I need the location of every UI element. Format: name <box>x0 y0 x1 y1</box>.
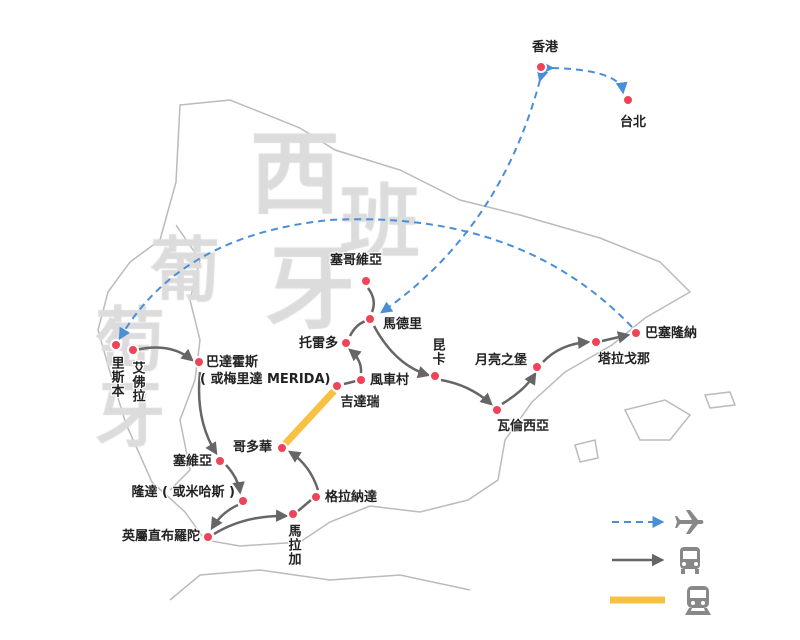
city-dot-gibraltar <box>202 531 214 543</box>
route-ronda-gibraltar <box>210 503 239 531</box>
route-malaga-granada <box>297 499 312 512</box>
route-toledo-madrid <box>348 319 367 337</box>
city-label-malaga: 馬拉加 <box>285 524 301 566</box>
route-evora-badajoz <box>135 346 194 362</box>
city-dot-toledo <box>340 337 352 349</box>
city-dot-granada <box>310 491 322 503</box>
route-jidarui-windmill <box>343 379 357 386</box>
route-peniscola-tarragona <box>542 336 591 363</box>
city-label-granada: 格拉納達 <box>325 490 378 505</box>
route-windmill-toledo <box>348 348 363 374</box>
city-label-lisbon: 里斯本 <box>108 356 124 398</box>
city-sublabel-badajoz: ( 或梅里達 MERIDA) <box>200 372 331 387</box>
city-dot-badajoz <box>193 356 205 368</box>
city-dot-malaga <box>287 508 299 520</box>
city-label-taipei: 台北 <box>619 115 647 130</box>
city-label-cordoba: 哥多華 <box>232 440 272 455</box>
city-label-peniscola: 月亮之堡 <box>474 353 527 368</box>
city-label-tarragona: 塔拉戈那 <box>597 352 651 367</box>
city-dot-ronda <box>237 495 249 507</box>
route-segovia-madrid <box>366 287 376 313</box>
route-barcelona-lisbon <box>118 218 633 341</box>
city-label-cuenca: 昆卡 <box>429 338 445 366</box>
city-dot-evora <box>127 344 139 356</box>
route-seville-ronda <box>225 464 245 495</box>
route-hongkong-taipei <box>542 61 628 95</box>
city-dot-windmill <box>355 374 367 386</box>
city-dot-lisbon <box>110 339 122 351</box>
city-dot-cordoba <box>276 442 288 454</box>
city-label-madrid: 馬德里 <box>383 317 423 332</box>
route-madrid-cuenca <box>372 325 431 379</box>
city-dot-peniscola <box>531 361 543 373</box>
flight-routes <box>118 61 633 341</box>
legend <box>610 510 711 615</box>
airplane-icon <box>675 510 704 534</box>
city-dot-valencia <box>491 404 503 416</box>
route-jidarui-cordoba-train <box>282 388 337 447</box>
city-label-windmill: 風車村 <box>370 373 410 388</box>
city-dot-hongkong <box>535 61 547 73</box>
bus-routes <box>135 287 631 536</box>
route-gibraltar-malaga <box>213 509 289 536</box>
city-label-seville: 塞維亞 <box>172 454 212 469</box>
city-dot-tarragona <box>590 336 602 348</box>
city-label-gibraltar: 英屬直布羅陀 <box>121 529 200 544</box>
city-label-valencia: 瓦倫西亞 <box>496 419 550 434</box>
city-label-evora: 艾佛拉 <box>129 361 145 403</box>
city-label-segovia: 塞哥維亞 <box>329 253 383 268</box>
route-cuenca-valencia <box>440 378 493 406</box>
bus-icon <box>680 547 700 574</box>
route-hongkong-madrid <box>380 69 549 314</box>
city-dot-taipei <box>622 94 634 106</box>
route-valencia-peniscola <box>501 371 537 406</box>
route-badajoz-seville <box>197 371 218 456</box>
city-label-barcelona: 巴塞隆納 <box>645 326 698 341</box>
city-dot-segovia <box>360 275 372 287</box>
city-dot-jidarui <box>331 380 343 392</box>
city-dot-madrid <box>364 313 376 325</box>
route-granada-cordoba <box>287 450 320 491</box>
city-dot-seville <box>214 455 226 467</box>
city-label-ronda: 隆達 ( 或米哈斯 ) <box>131 485 235 500</box>
city-label-toledo: 托雷多 <box>298 336 338 351</box>
city-label-jidarui: 吉達瑞 <box>340 395 380 410</box>
city-markers <box>110 61 642 543</box>
city-label-hongkong: 香港 <box>531 40 559 55</box>
city-label-badajoz: 巴達霍斯 <box>206 355 259 370</box>
route-tarragona-barcelona <box>601 331 631 344</box>
city-dot-barcelona <box>630 327 642 339</box>
city-dot-cuenca <box>429 370 441 382</box>
train-icon <box>685 586 711 615</box>
